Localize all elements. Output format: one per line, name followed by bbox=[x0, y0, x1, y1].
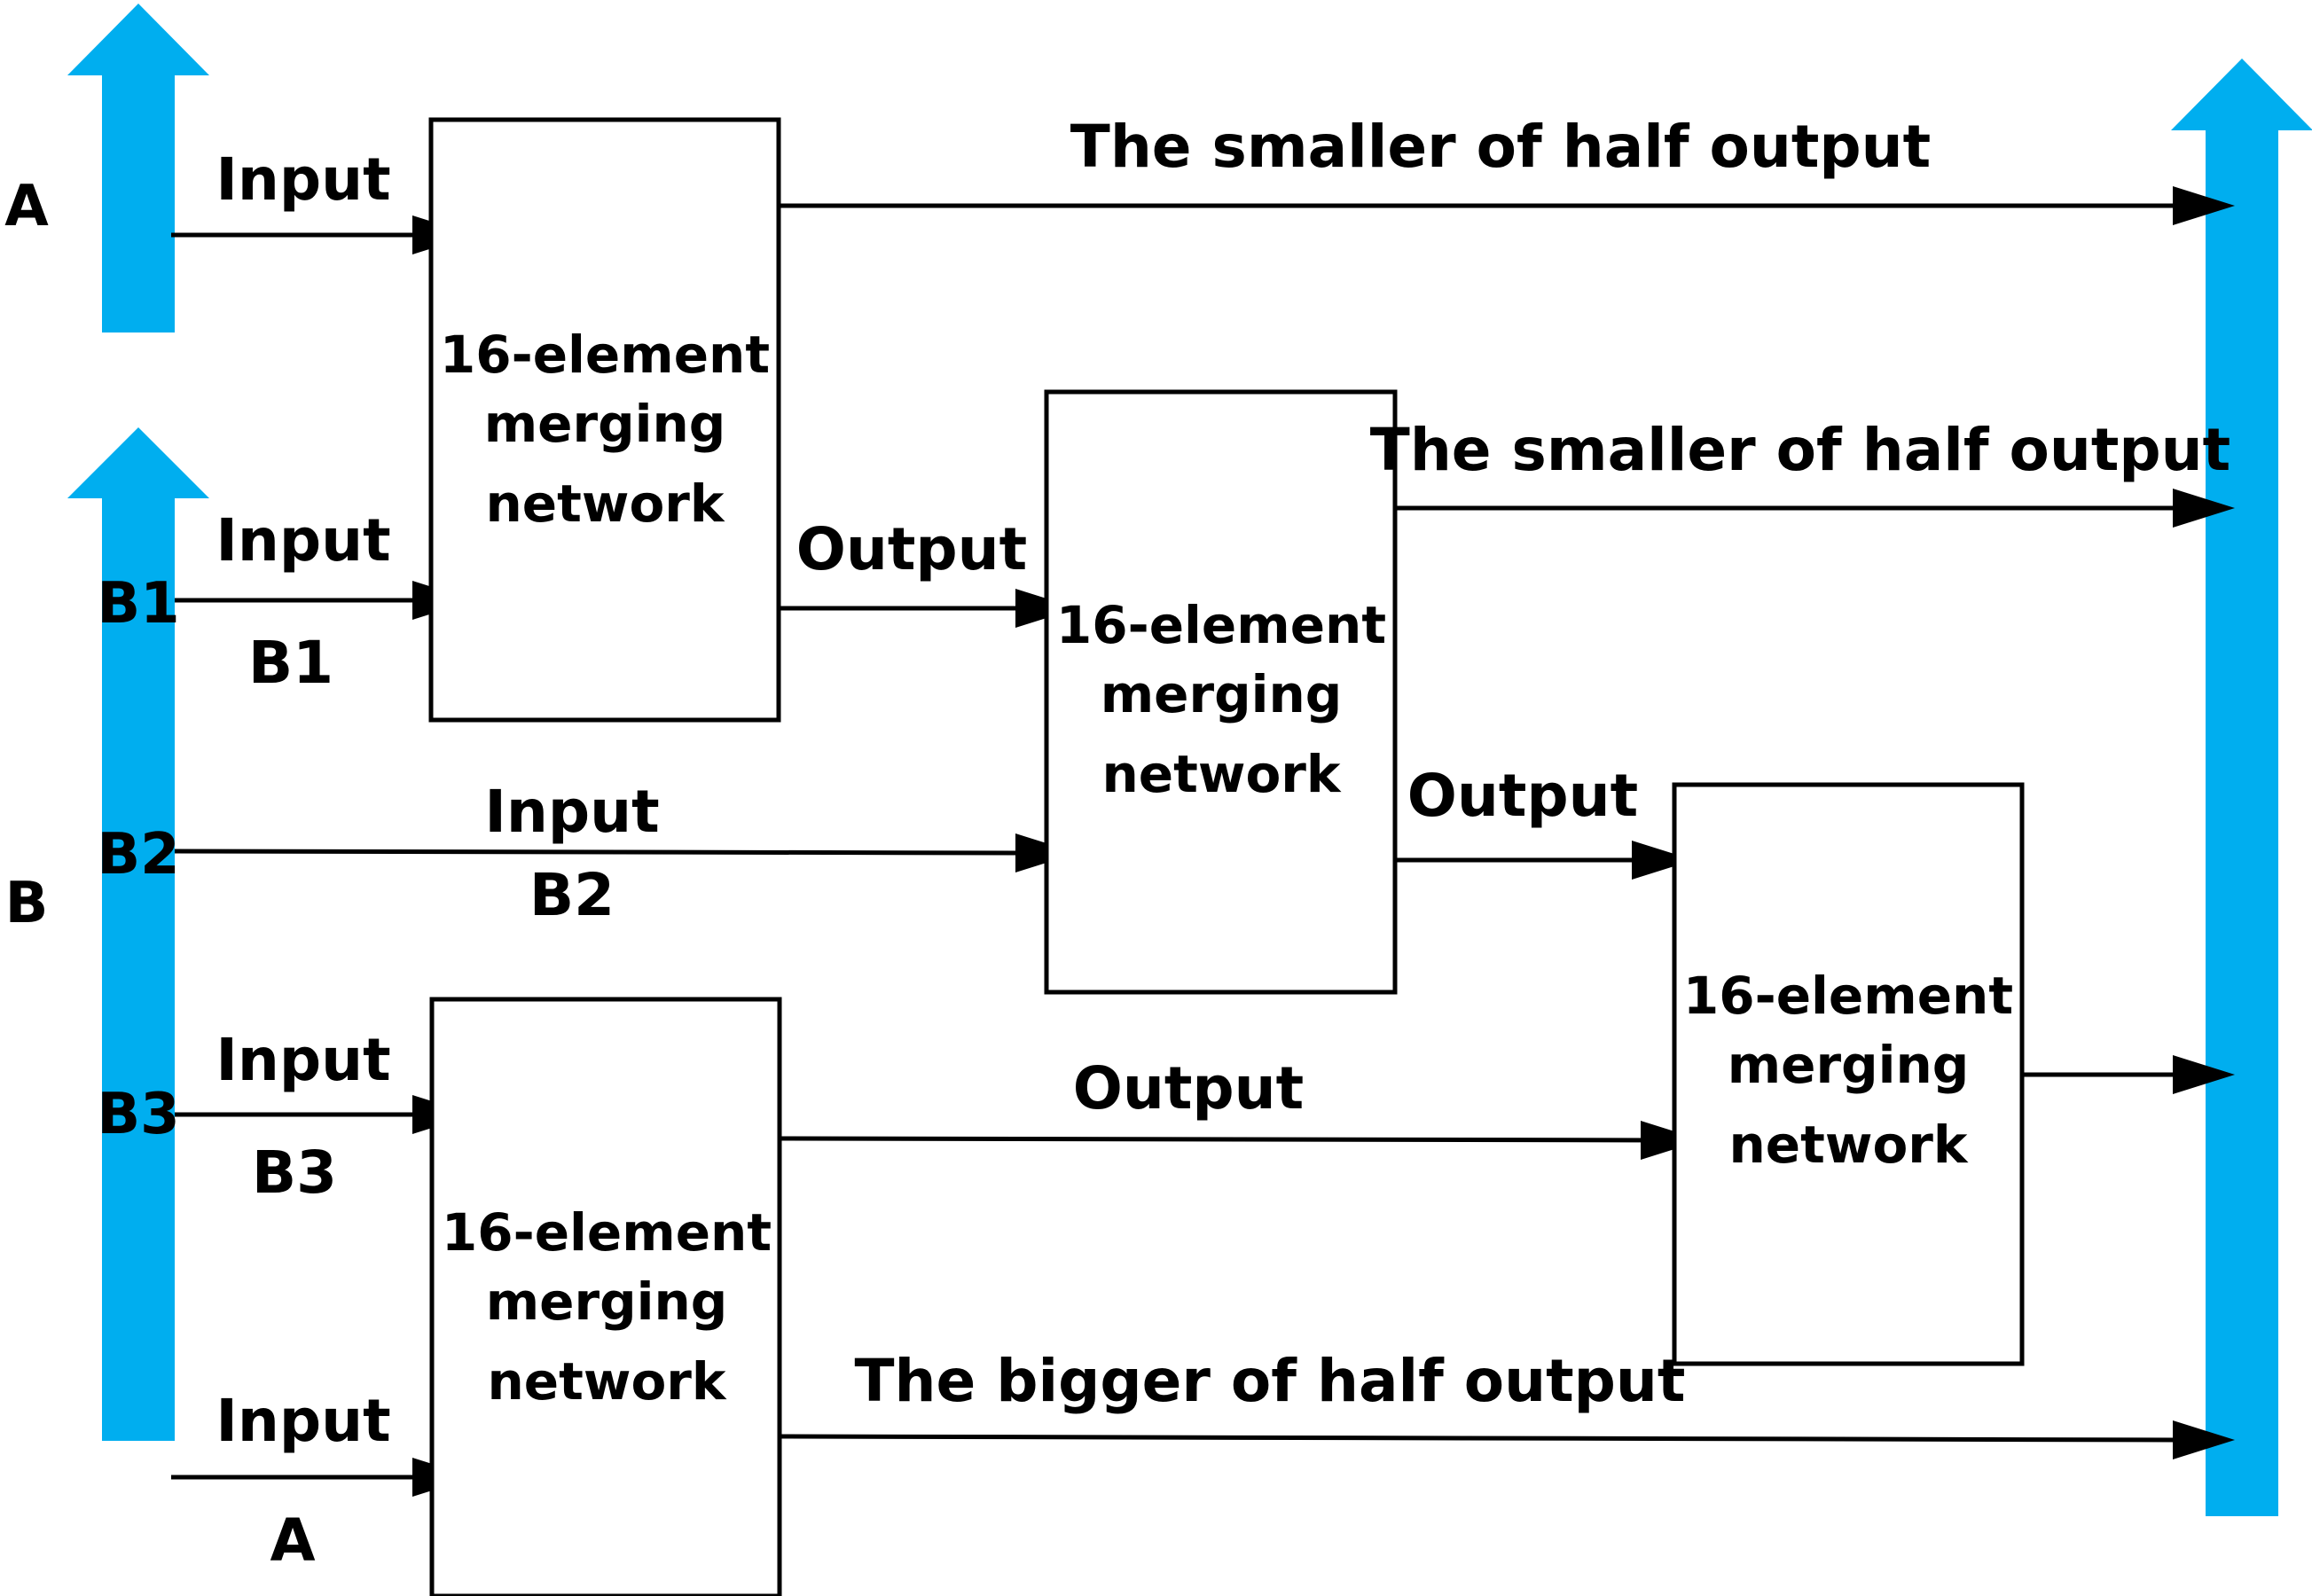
bus-b-arrow bbox=[67, 427, 209, 1441]
bus-output-arrow bbox=[2171, 59, 2312, 1516]
bus-tap-b2: B2 bbox=[97, 822, 179, 888]
svg-text:network: network bbox=[1102, 744, 1342, 804]
input-sub-b1: B1 bbox=[248, 629, 333, 697]
svg-text:merging: merging bbox=[1728, 1035, 1970, 1095]
svg-text:merging: merging bbox=[486, 1271, 728, 1332]
side-label-b: B bbox=[5, 871, 49, 936]
side-label-a: A bbox=[4, 174, 49, 239]
svg-text:network: network bbox=[1729, 1115, 1969, 1175]
merging-network-box-3: 16-element merging network bbox=[429, 997, 782, 1596]
output-label-box3: Output bbox=[1073, 1054, 1304, 1123]
merging-network-box-2: 16-element merging network bbox=[1044, 389, 1398, 995]
svg-text:merging: merging bbox=[484, 394, 726, 454]
output-label-smaller-half-2: The smaller of half output bbox=[1370, 416, 2230, 484]
svg-text:16-element: 16-element bbox=[1056, 595, 1386, 655]
input-label-b1: Input bbox=[216, 506, 390, 575]
input-label-a-bottom: Input bbox=[216, 1387, 390, 1455]
input-label-a-top: Input bbox=[216, 145, 390, 214]
wires bbox=[171, 203, 2178, 1480]
merging-network-box-1: 16-element merging network bbox=[428, 117, 781, 723]
output-label-box2: Output bbox=[1407, 762, 1638, 830]
merging-network-box-4: 16-element merging network bbox=[1672, 782, 2025, 1366]
input-label-b3: Input bbox=[216, 1026, 390, 1094]
output-label-smaller-half-1: The smaller of half output bbox=[1070, 113, 1931, 181]
input-sub-b2: B2 bbox=[529, 861, 615, 929]
svg-text:16-element: 16-element bbox=[442, 1202, 772, 1263]
input-sub-b3: B3 bbox=[252, 1138, 337, 1207]
svg-text:network: network bbox=[488, 1351, 727, 1412]
bus-a-arrow bbox=[67, 4, 209, 332]
input-label-b2: Input bbox=[484, 778, 659, 846]
output-label-box1: Output bbox=[796, 515, 1027, 583]
input-sub-a-bottom: A bbox=[270, 1506, 315, 1575]
svg-text:16-element: 16-element bbox=[440, 325, 770, 385]
bus-tap-b1: B1 bbox=[97, 571, 179, 637]
svg-text:merging: merging bbox=[1101, 664, 1343, 724]
output-label-bigger-half: The bigger of half output bbox=[855, 1347, 1686, 1415]
svg-text:16-element: 16-element bbox=[1683, 966, 2013, 1026]
svg-text:network: network bbox=[486, 473, 725, 534]
bus-tap-b3: B3 bbox=[97, 1082, 179, 1147]
